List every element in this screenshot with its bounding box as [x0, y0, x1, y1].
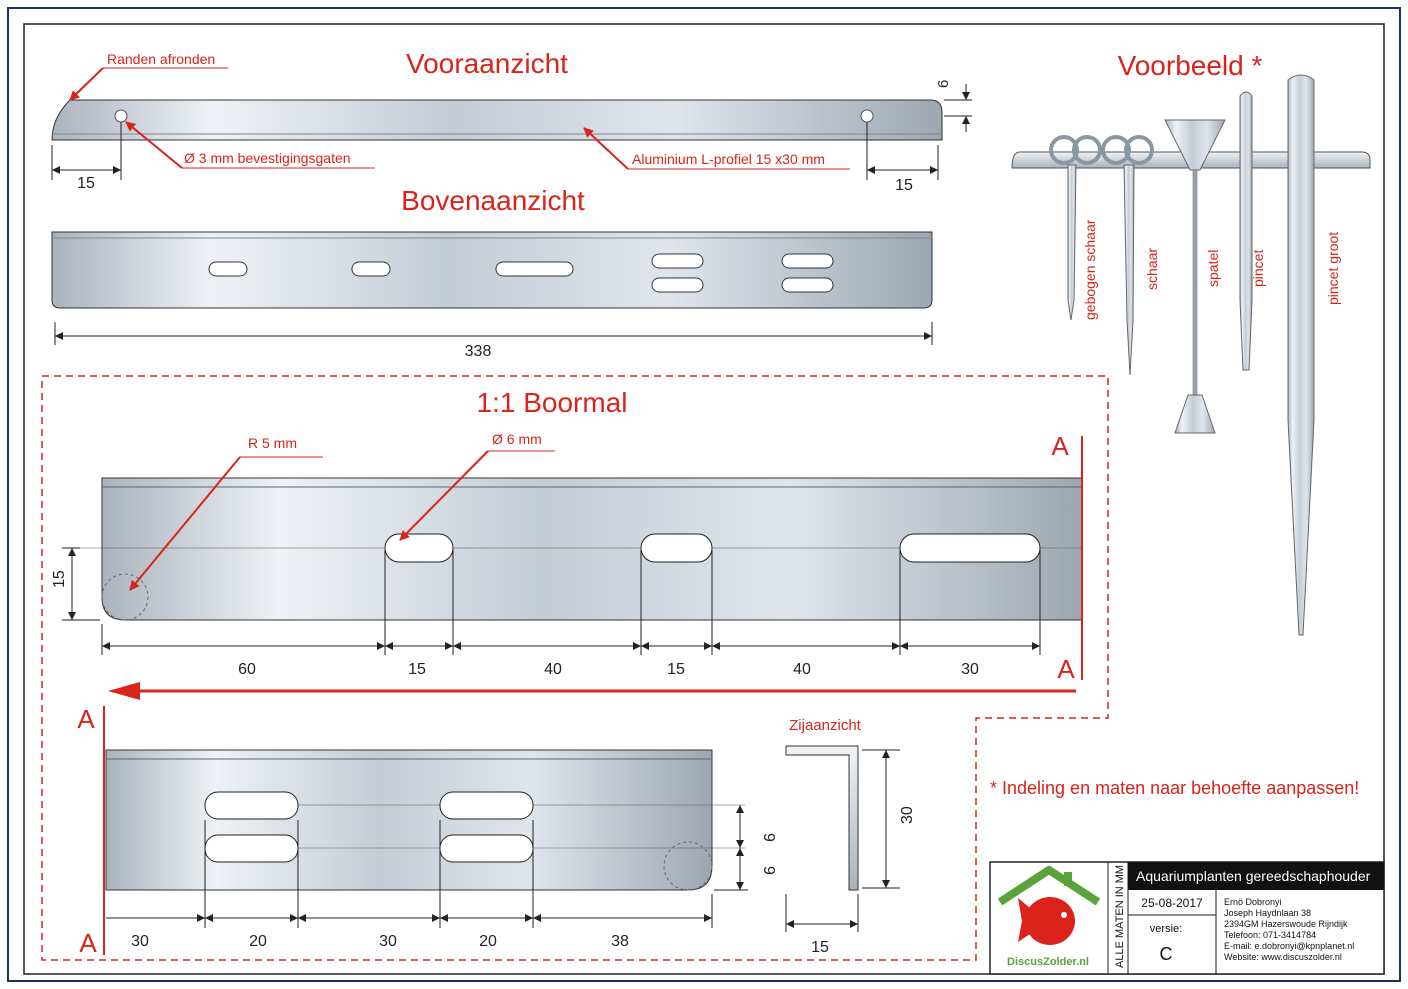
drawing-date: 25-08-2017 — [1141, 896, 1203, 910]
tool-label-spatula: spatel — [1205, 250, 1221, 287]
top-slot — [651, 253, 704, 269]
top-slot — [208, 261, 248, 277]
top-dim-length: 338 — [465, 343, 492, 360]
dim-lower-2: 20 — [249, 933, 267, 950]
owner-name: Ernö Dobronyi — [1224, 897, 1282, 907]
discuszolder-logo — [997, 866, 1101, 968]
section-mark-a: A — [1057, 654, 1075, 684]
dim-upper-3: 40 — [544, 661, 562, 678]
owner-website: Website: www.discuszolder.nl — [1224, 952, 1342, 962]
top-slot — [781, 253, 834, 269]
tweezers-tool — [1239, 91, 1253, 371]
template-bar-lower — [105, 749, 713, 891]
template-slot — [439, 791, 534, 820]
version-label: versie: — [1150, 923, 1182, 935]
front-profile — [51, 99, 943, 141]
mounting-hole-left — [114, 109, 128, 123]
large-tweezers-tool — [1287, 74, 1315, 636]
section-mark-a: A — [77, 704, 95, 734]
side-dim-height: 30 — [899, 806, 916, 824]
top-slot — [651, 277, 704, 293]
section-mark-a: A — [1051, 431, 1069, 461]
dim-side-1: 9 — [760, 833, 777, 842]
owner-address-1: Joseph Haydnlaan 38 — [1224, 908, 1311, 918]
dim-upper-6: 30 — [961, 661, 979, 678]
top-slot — [351, 261, 391, 277]
example-title: Voorbeeld * — [1118, 50, 1263, 81]
dim-upper-1: 60 — [238, 661, 256, 678]
top-slot — [781, 277, 834, 293]
dim-upper-4: 15 — [667, 661, 685, 678]
side-view-title: Zijaanzicht — [789, 717, 862, 734]
logo-text: DiscusZolder.nl — [1007, 956, 1089, 968]
inner-frame — [23, 23, 1385, 975]
section-mark-a: A — [79, 928, 97, 958]
profile-note: Aluminium L-profiel 15 x30 mm — [632, 151, 825, 167]
mounting-hole-right — [860, 109, 874, 123]
template-title: 1:1 Boormal — [477, 387, 628, 418]
owner-address-2: 2394GM Hazerswoude Rijndijk — [1224, 919, 1348, 929]
template-cut-border — [41, 375, 1109, 961]
dim-upper-5: 40 — [793, 661, 811, 678]
side-profile — [785, 745, 859, 891]
template-slot — [640, 533, 713, 563]
units-note: ALLE MATEN IN MM — [1114, 865, 1126, 968]
top-view-title: Bovenaanzicht — [401, 185, 585, 216]
dim-lower-1: 30 — [131, 933, 149, 950]
tool-label-large-tweezers: pincet groot — [1325, 232, 1341, 305]
template-slot — [204, 834, 299, 863]
top-slot — [495, 261, 574, 277]
drawing-title: Aquariumplanten gereedschaphouder — [1136, 868, 1371, 884]
dim-lower-4: 20 — [479, 933, 497, 950]
round-edges-note: Randen afronden — [107, 51, 215, 67]
adjust-note: * Indeling en maten naar behoefte aanpas… — [990, 778, 1359, 798]
radius-note: R 5 mm — [248, 435, 297, 451]
spatula-tool — [1164, 119, 1226, 434]
tool-label-scissors: schaar — [1144, 248, 1160, 290]
tool-label-bent-scissors: gebogen schaar — [1082, 219, 1098, 320]
version-value: C — [1160, 944, 1173, 964]
mounting-holes-note: Ø 3 mm bevestigingsgaten — [184, 150, 351, 166]
front-dim-right: 15 — [895, 177, 913, 194]
dim-lower-3: 30 — [379, 933, 397, 950]
top-profile — [51, 231, 933, 309]
front-dim-height: 6 — [935, 80, 952, 88]
template-bar-upper — [101, 477, 1083, 621]
scissors-tool — [1101, 135, 1154, 376]
template-slot — [899, 533, 1041, 563]
dim-upper-2: 15 — [408, 661, 426, 678]
outer-frame — [7, 7, 1401, 982]
side-dim-width: 15 — [811, 939, 829, 956]
owner-phone: Telefoon: 071-3414784 — [1224, 930, 1316, 940]
template-dim-height: 15 — [51, 570, 68, 588]
template-slot — [439, 834, 534, 863]
template-slot — [384, 533, 454, 563]
tool-label-tweezers: pincet — [1250, 250, 1266, 287]
hole-note: Ø 6 mm — [492, 431, 542, 447]
template-slot — [204, 791, 299, 820]
dim-side-2: 9 — [760, 866, 777, 875]
bent-scissors-tool — [1049, 135, 1102, 321]
front-dim-left: 15 — [77, 175, 95, 192]
front-view-title: Vooraanzicht — [406, 48, 568, 79]
owner-email: E-mail: e.dobronyi@kpnplanet.nl — [1224, 941, 1354, 951]
dim-lower-5: 38 — [611, 933, 629, 950]
